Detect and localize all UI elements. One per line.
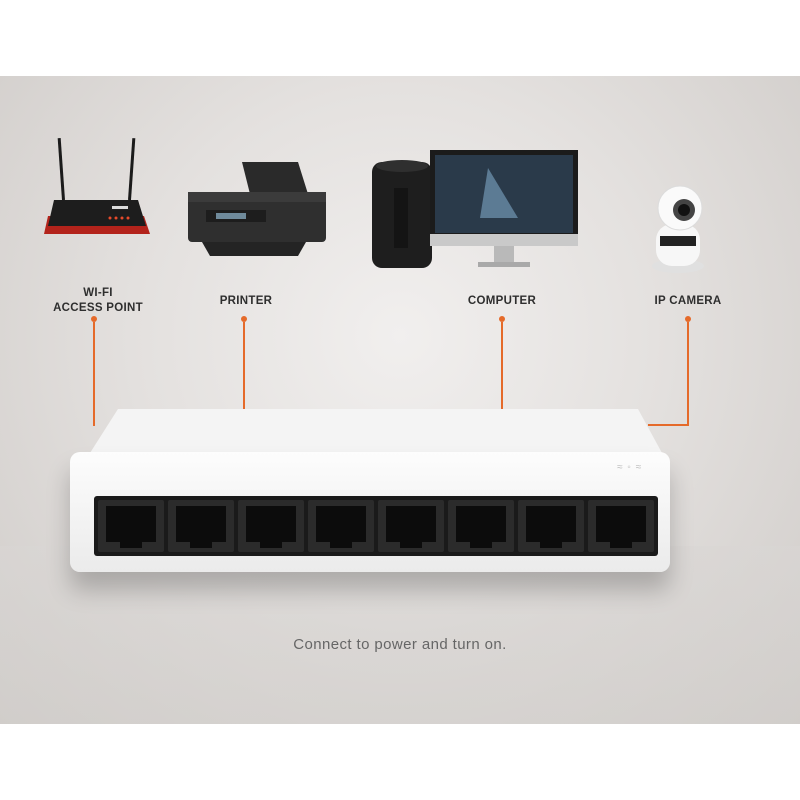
computer-label: COMPUTER (467, 295, 537, 307)
wifi-router-image (44, 138, 150, 234)
ethernet-port-3 (238, 500, 304, 552)
ethernet-port-1 (98, 500, 164, 552)
ethernet-port-8 (588, 500, 654, 552)
ethernet-port-6 (448, 500, 514, 552)
printer-connector-dot (241, 316, 247, 322)
computer-connector-dot (499, 316, 505, 322)
switch-brand-mark: ≈ ◦ ≈ (616, 462, 642, 473)
computer-image (372, 150, 578, 268)
port-bay (94, 496, 658, 556)
camera-connector-elbow (648, 424, 689, 426)
printer-image (188, 162, 326, 256)
ethernet-port-7 (518, 500, 584, 552)
computer-connector-line (501, 322, 503, 410)
wifi-access-point-label: WI-FI ACCESS POINT (48, 286, 148, 316)
camera-connector-line (687, 322, 689, 426)
camera-connector-dot (685, 316, 691, 322)
printer-label: PRINTER (219, 295, 273, 307)
wifi-connector-dot (91, 316, 97, 322)
printer-connector-line (243, 322, 245, 410)
wifi-connector-line (93, 322, 95, 426)
caption-text: Connect to power and turn on. (293, 636, 507, 653)
ip-camera-image (652, 185, 704, 273)
wifi-label-line2: ACCESS POINT (53, 302, 143, 314)
ethernet-port-5 (378, 500, 444, 552)
ethernet-port-4 (308, 500, 374, 552)
wifi-label-line1: WI-FI (83, 287, 113, 299)
ip-camera-label: IP CAMERA (654, 295, 722, 307)
network-switch: ≈ ◦ ≈ (70, 452, 670, 572)
ethernet-port-2 (168, 500, 234, 552)
floor-reflection (0, 546, 800, 724)
